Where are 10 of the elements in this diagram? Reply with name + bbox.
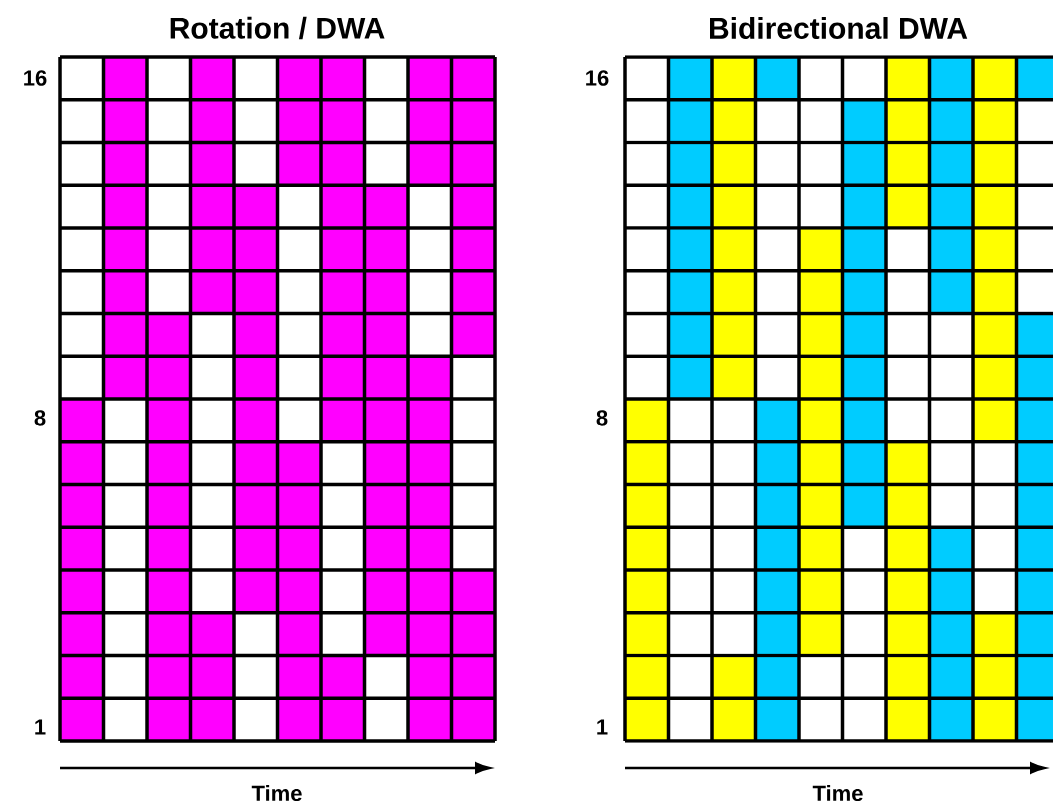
axis-tick-label: 1 [35,719,46,735]
axis-tick-label: 16 [24,70,47,86]
axis-label: Time [251,784,302,802]
axis-label: Time [812,784,863,802]
axis-tick-label: 1 [597,719,608,735]
axis-tick-label: 8 [34,410,46,426]
axis-tick-label: 16 [586,70,609,86]
panel-title: Bidirectional DWA [710,17,968,39]
panel-title: Rotation / DWA [170,16,385,40]
axis-tick-label: 8 [596,410,608,426]
